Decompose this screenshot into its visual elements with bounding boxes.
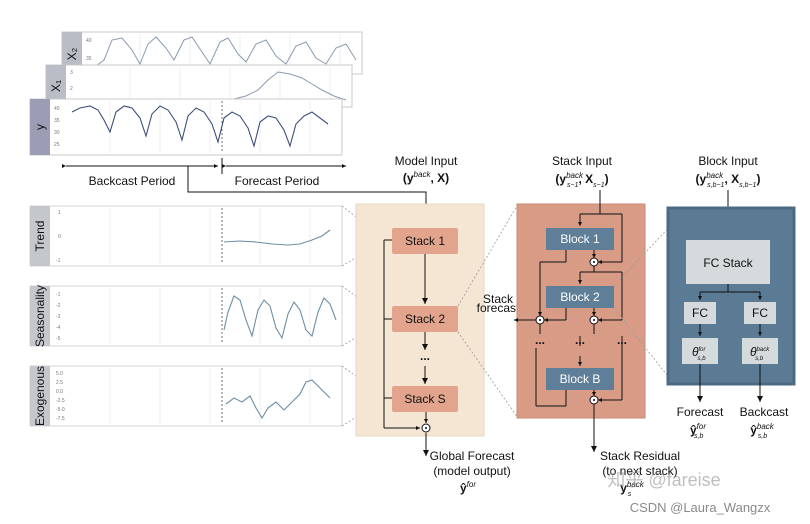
y-label: y xyxy=(33,124,47,130)
block-1-label: Block 1 xyxy=(560,232,600,246)
stack-s-label: Stack S xyxy=(404,392,445,406)
x1-tick: 2 xyxy=(70,86,73,92)
stack-residual-line1: Stack Residual xyxy=(600,449,680,463)
stack-forecast-label: forecast xyxy=(477,301,520,315)
block-ellipsis-icon: ... xyxy=(575,333,585,347)
trend-series-line xyxy=(223,229,331,246)
component-panel-exogenous: Exogenous 5.0 2.5 0.0 -2.5 -5.0 -7.5 xyxy=(29,365,343,427)
block-ellipses: ... ... ... xyxy=(535,333,627,347)
fc-right[interactable]: FC xyxy=(744,302,776,324)
forecast-output-label: Forecast xyxy=(677,405,724,419)
component-panel-trend: Trend 1 0 -1 xyxy=(29,205,343,267)
stack-residual-line2: (to next stack) xyxy=(602,464,677,478)
fc-stack-label: FC Stack xyxy=(703,256,753,270)
x1-tick: 3 xyxy=(70,70,73,76)
x1-series-line xyxy=(229,71,347,101)
block-2-label: Block 2 xyxy=(560,290,600,304)
block-input-title: Block Input xyxy=(698,154,758,168)
stack-zoom-connectors xyxy=(457,203,519,419)
exogenous-label: Exogenous xyxy=(33,366,47,426)
model-input-title: Model Input xyxy=(395,154,458,168)
x2-series-line xyxy=(95,36,357,67)
trend-tick: 0 xyxy=(58,234,61,240)
trend-label: Trend xyxy=(33,221,47,252)
backcast-output-label: Backcast xyxy=(740,405,789,419)
block-ellipsis-icon: ... xyxy=(535,333,545,347)
x1-label: X₁ xyxy=(49,80,63,92)
trend-tick: -1 xyxy=(56,258,61,264)
global-forecast-line1: Global Forecast xyxy=(430,449,515,463)
stack-s[interactable]: Stack S xyxy=(392,386,458,412)
seasonality-tick: -3 xyxy=(56,314,61,320)
x2-tick: 35 xyxy=(86,56,92,62)
seasonality-label: Seasonality xyxy=(33,285,47,347)
exogenous-tick: 2.5 xyxy=(56,380,63,386)
global-forecast-symbol: ŷfor xyxy=(460,480,476,495)
global-forecast: Global Forecast (model output) ŷfor xyxy=(430,449,515,495)
fc-left[interactable]: FC xyxy=(684,302,716,324)
stack-2[interactable]: Stack 2 xyxy=(392,306,458,332)
fc-stack[interactable]: FC Stack xyxy=(686,240,770,284)
fc-flow-arrows xyxy=(697,284,763,402)
stack-forecast-label: Stack xyxy=(483,292,514,306)
model-input-formula: (yback, X) xyxy=(403,170,449,185)
backcast-period-label: Backcast Period xyxy=(89,174,176,188)
exogenous-tick: -5.0 xyxy=(56,407,65,413)
seasonality-tick: -1 xyxy=(56,292,61,298)
global-forecast-line2: (model output) xyxy=(433,464,510,478)
seasonality-tick: -2 xyxy=(56,303,61,309)
y-tick: 40 xyxy=(54,106,60,112)
fc-left-label: FC xyxy=(692,306,708,320)
block-ellipsis-icon: ... xyxy=(617,333,627,347)
seasonality-series-line xyxy=(223,295,337,340)
period-indicator: Backcast Period Forecast Period xyxy=(62,158,346,188)
seasonality-tick: -4 xyxy=(56,325,61,331)
zhihu-watermark: 知乎 @fareise xyxy=(607,470,720,490)
x2-tick: 40 xyxy=(86,38,92,44)
seasonality-tick: -5 xyxy=(56,336,61,342)
block-b[interactable]: Block B xyxy=(546,368,614,390)
exogenous-tick: -7.5 xyxy=(56,416,65,422)
csdn-watermark: CSDN @Laura_Wangzx xyxy=(630,500,771,515)
input-panel-y: y 40 35 30 25 xyxy=(29,98,343,156)
block-flow-arrows xyxy=(514,190,623,452)
stack-1[interactable]: Stack 1 xyxy=(392,228,458,254)
block-2[interactable]: Block 2 xyxy=(546,286,614,308)
block-b-label: Block B xyxy=(560,372,601,386)
block-1[interactable]: Block 1 xyxy=(546,228,614,250)
model-input: Model Input (yback, X) xyxy=(395,154,458,185)
stack-flow-arrows xyxy=(383,239,429,456)
stack-2-label: Stack 2 xyxy=(405,312,445,326)
fc-right-label: FC xyxy=(752,306,768,320)
forecast-period-label: Forecast Period xyxy=(235,174,320,188)
y-tick: 30 xyxy=(54,130,60,136)
exogenous-tick: 0.0 xyxy=(56,389,63,395)
block-zoom-connectors xyxy=(613,221,675,385)
x2-label: X₂ xyxy=(65,47,79,60)
y-tick: 25 xyxy=(54,142,60,148)
y-series-line xyxy=(71,105,329,148)
exogenous-tick: 5.0 xyxy=(56,371,63,377)
y-tick: 35 xyxy=(54,118,60,124)
exogenous-tick: -2.5 xyxy=(56,398,65,404)
subtract-circle-dot-icons xyxy=(535,257,599,405)
exogenous-series-line xyxy=(225,379,331,420)
component-panel-seasonality: Seasonality -1 -2 -3 -4 -5 xyxy=(29,285,343,347)
trend-tick: 1 xyxy=(58,210,61,216)
stack-1-label: Stack 1 xyxy=(405,234,445,248)
stack-input-title: Stack Input xyxy=(552,154,613,168)
stack-ellipsis-icon: ... xyxy=(420,349,430,363)
